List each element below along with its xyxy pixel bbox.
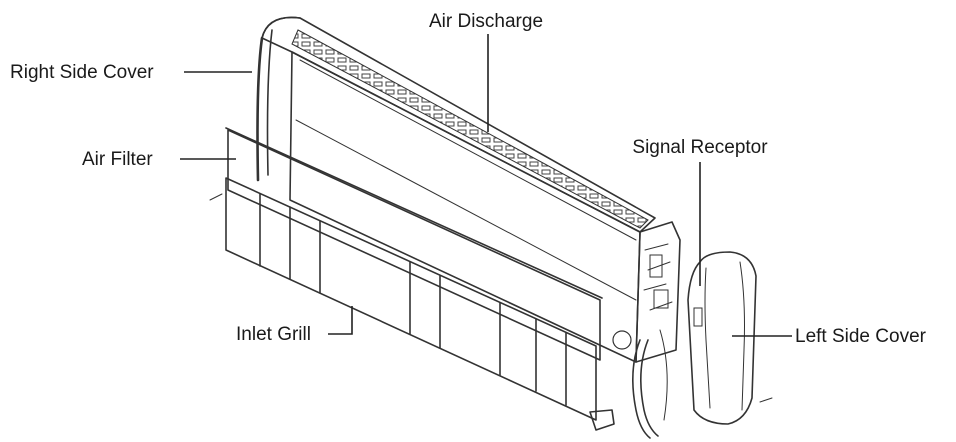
label-right-side-cover: Right Side Cover	[10, 62, 154, 83]
label-signal-receptor: Signal Receptor	[632, 137, 768, 158]
label-left-side-cover: Left Side Cover	[795, 326, 927, 347]
labels: Air Discharge Right Side Cover Air Filte…	[10, 11, 927, 347]
leader-lines	[180, 34, 792, 337]
inlet-grill	[209, 177, 773, 431]
label-air-discharge: Air Discharge	[429, 11, 543, 32]
main-body	[256, 16, 681, 439]
leader-inlet-grill	[328, 306, 353, 335]
left-side-cover	[687, 251, 757, 425]
air-filter	[225, 127, 603, 361]
label-air-filter: Air Filter	[82, 149, 153, 170]
label-inlet-grill: Inlet Grill	[236, 324, 311, 345]
